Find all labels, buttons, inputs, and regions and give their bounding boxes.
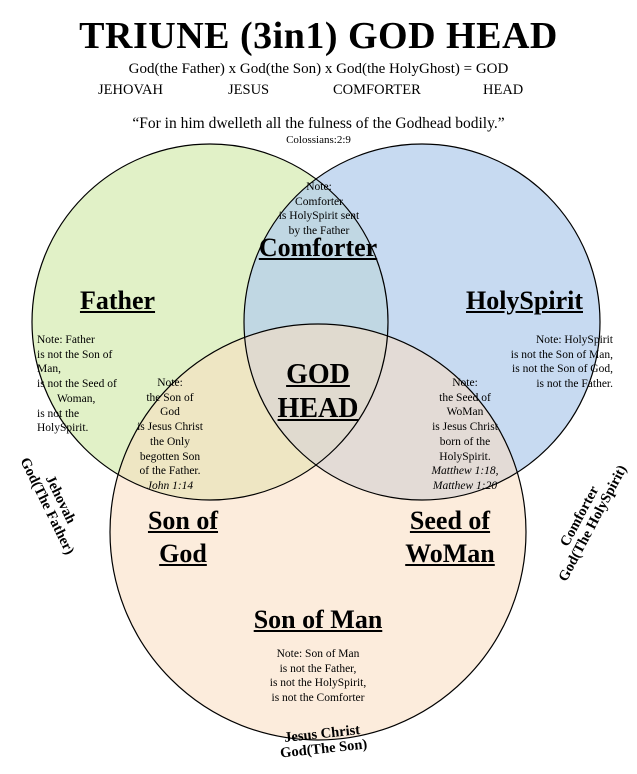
father-note: Note: Father is not the Son of Man, is n… [37,334,117,435]
name-comforter: COMFORTER [333,82,421,98]
son-of-god-scripture: John 1:14 [146,480,194,493]
trinity-equation: God(the Father) x God(the Son) x God(the… [128,61,509,77]
son-of-man-label: Son of Man [253,605,383,634]
scripture-reference: Colossians:2:9 [286,134,351,146]
name-head: HEAD [483,82,524,98]
seed-of-woman-note: Note: the Seed of WoMan is Jesus Christ … [431,377,499,493]
comforter-note: Note: Comforter is HolySpirit sent by th… [278,181,360,238]
holyspirit-note: Note: HolySpirit is not the Son of Man, … [510,334,613,391]
son-of-god-label: Son of God [147,506,219,569]
son-circle-outline [109,323,527,741]
godhead-label: GOD HEAD [277,359,359,424]
father-circle-outline [31,143,389,501]
father-label: Father [79,286,156,315]
comforter-label: Comforter [258,233,378,262]
son-of-god-note: Note: the Son of God is Jesus Christ the… [137,377,203,493]
seed-of-woman-scripture-2: Matthew 1:20 [432,480,498,493]
scripture-quote: “For in him dwelleth all the fulness of … [132,115,505,132]
holyspirit-label: HolySpirit [465,286,583,315]
seed-of-woman-scripture-1: Matthew 1:18, [431,465,499,478]
seed-of-woman-label: Seed of WoMan [405,506,495,569]
page-title: TRIUNE (3in1) GOD HEAD [79,15,558,57]
son-of-man-note: Note: Son of Man is not the Father, is n… [269,648,367,705]
name-jehovah: JEHOVAH [98,82,163,98]
son-circle [110,324,526,740]
name-jesus: JESUS [228,82,270,98]
holyspirit-circle-outline [243,143,601,501]
